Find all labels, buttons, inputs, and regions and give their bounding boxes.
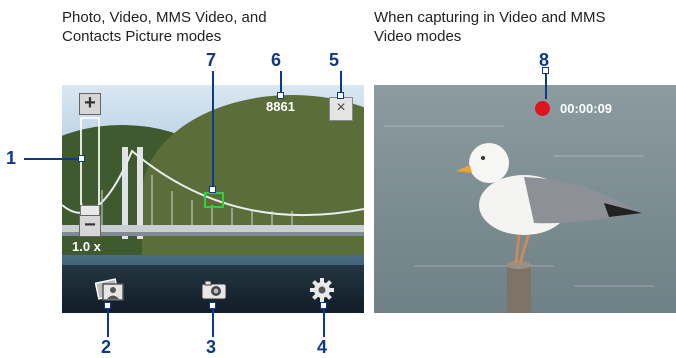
callout-2-dot: [104, 302, 111, 309]
water-ripple: [414, 265, 554, 267]
recording-time: 00:00:09: [560, 101, 613, 116]
water-ripple: [384, 125, 504, 127]
callout-1-dot: [78, 155, 85, 162]
callout-7: 7: [206, 50, 217, 70]
callout-4: 4: [317, 337, 328, 357]
callout-2: 2: [101, 337, 112, 357]
zoom-out-button[interactable]: −: [79, 215, 101, 237]
callout-3-dot: [209, 302, 216, 309]
callout-6-dot: [277, 92, 284, 99]
callout-7-line: [212, 71, 214, 188]
zoom-in-button[interactable]: +: [79, 93, 101, 115]
camera-capture-icon[interactable]: [201, 280, 227, 300]
callout-1-line: [24, 158, 80, 160]
callout-7-dot: [209, 186, 216, 193]
seagull-image: [456, 143, 642, 313]
zoom-level: 1.0 x: [72, 239, 101, 254]
callout-8-dot: [542, 67, 549, 74]
settings-gear-icon[interactable]: [309, 277, 335, 303]
water-ripple: [574, 285, 654, 287]
caption-right: When capturing in Video and MMS Video mo…: [374, 9, 606, 45]
album-icon[interactable]: [95, 277, 125, 303]
callout-8: 8: [539, 50, 550, 70]
callout-1: 1: [6, 148, 17, 168]
callout-6-line: [280, 71, 282, 95]
auto-focus-indicator: [204, 192, 224, 208]
callout-2-line: [107, 305, 109, 337]
callout-4-line: [323, 305, 325, 337]
recording-indicator-icon: [535, 101, 550, 116]
callout-3: 3: [206, 337, 217, 357]
water-ripple: [554, 155, 644, 157]
close-button[interactable]: ×: [329, 97, 353, 121]
callout-5-line: [340, 71, 342, 95]
callout-5: 5: [329, 50, 340, 70]
callout-6: 6: [271, 50, 282, 70]
video-viewfinder: 00:00:09: [374, 85, 676, 313]
caption-left: Photo, Video, MMS Video, and Contacts Pi…: [62, 9, 267, 45]
remaining-shots-counter: 8861: [266, 99, 295, 114]
callout-3-line: [212, 305, 214, 337]
callout-5-dot: [337, 92, 344, 99]
callout-4-dot: [320, 302, 327, 309]
callout-8-line: [545, 71, 547, 99]
